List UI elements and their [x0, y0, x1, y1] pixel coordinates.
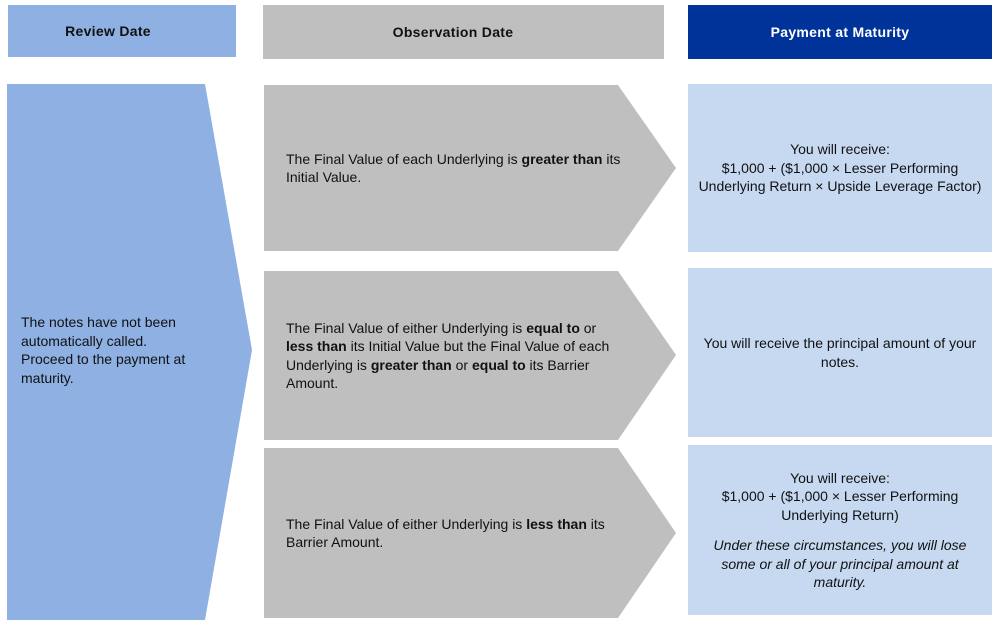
payment-line: You will receive:	[790, 141, 890, 158]
payment-header-bg	[688, 5, 992, 59]
condition-arrow-2	[264, 271, 676, 440]
text: its Initial Value but the Final Value of…	[286, 338, 610, 373]
payment-box-2	[688, 268, 992, 437]
payment-line: You will receive the principal amount of…	[703, 335, 977, 370]
review-text: The notes have not been automatically ca…	[21, 314, 186, 386]
payment-box-3	[688, 445, 992, 615]
observation-header-bg	[263, 5, 664, 59]
payment-text-3: You will receive: $1,000 + ($1,000 × Les…	[695, 445, 985, 615]
emphasis: greater than	[370, 356, 452, 373]
text: The Final Value of either Underlying is	[286, 319, 527, 336]
emphasis: greater than	[521, 150, 603, 167]
payment-line: You will receive:	[790, 469, 890, 486]
payment-formula: $1,000 + ($1,000 × Lesser Performing Und…	[698, 159, 982, 195]
payment-box-1	[688, 84, 992, 252]
emphasis: less than	[286, 338, 347, 354]
emphasis: equal to	[526, 319, 580, 336]
text: The Final Value of either Underlying is	[286, 515, 527, 532]
payment-text-2: You will receive the principal amount of…	[695, 268, 985, 437]
condition-arrow-3	[264, 448, 676, 618]
condition-text-1: The Final Value of each Underlying is gr…	[286, 85, 626, 251]
observation-date-header: Observation Date	[392, 24, 514, 40]
text: The Final Value of each Underlying is	[286, 150, 522, 167]
text: its Initial Value.	[286, 150, 621, 186]
review-arrow	[7, 84, 252, 620]
payment-formula: $1,000 + ($1,000 × Lesser Performing Und…	[721, 488, 959, 523]
text: or	[579, 319, 597, 336]
text: its Barrier Amount.	[286, 515, 605, 551]
condition-arrow-1	[264, 85, 676, 251]
condition-text-3: The Final Value of either Underlying is …	[286, 448, 616, 618]
payment-text-1: You will receive: $1,000 + ($1,000 × Les…	[695, 84, 985, 252]
review-date-header: Review Date	[65, 23, 151, 39]
payment-note: Under these circumstances, you will lose…	[713, 537, 967, 590]
text: its Barrier Amount.	[286, 356, 590, 392]
text: or	[451, 356, 472, 373]
review-header-bg	[8, 5, 236, 57]
emphasis: equal to	[471, 356, 526, 373]
payment-at-maturity-header: Payment at Maturity	[770, 24, 910, 40]
condition-text-2: The Final Value of either Underlying is …	[286, 271, 621, 440]
emphasis: less than	[526, 515, 587, 532]
